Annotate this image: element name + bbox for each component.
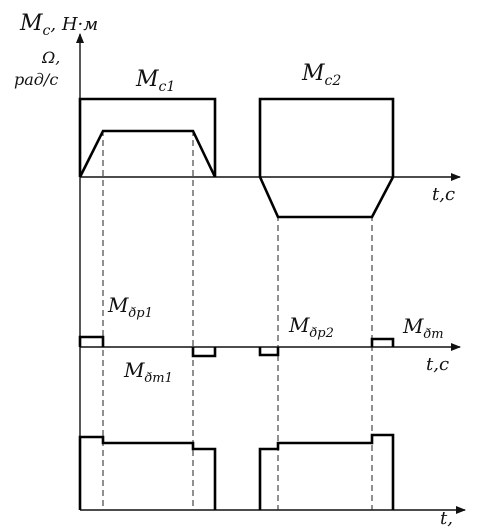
mc2-label: Mc2 <box>301 61 341 89</box>
m-dt1-label: Mðт1 <box>123 358 173 386</box>
m-dp2-pulse <box>258 347 280 357</box>
omega-label: Ω, <box>41 48 60 67</box>
m-dp1-label: Mðр1 <box>107 293 153 321</box>
t-axis-label-top: t,с <box>432 184 455 205</box>
motor-torque-1 <box>78 435 217 510</box>
speed-trapezoid-positive <box>78 129 217 178</box>
mc1-label: Mc1 <box>135 67 175 95</box>
m-dt2-label: Mðт <box>402 314 444 342</box>
mc1-load-pulse <box>78 97 217 177</box>
t-axis-label-bottom: t, <box>440 508 453 529</box>
speed-trapezoid-negative <box>258 176 395 219</box>
y-axis-label: Mc, H·м <box>19 11 98 39</box>
t-axis-label-middle: t,с <box>426 354 449 375</box>
motor-torque-2 <box>258 433 395 510</box>
m-dt2-pulse <box>370 337 395 347</box>
m-dp1-pulse <box>78 335 105 347</box>
omega-unit-label: рад/с <box>14 70 58 89</box>
m-dp2-label: Mðр2 <box>288 313 334 341</box>
m-dt1-pulse <box>191 347 217 358</box>
mc2-load-pulse <box>258 97 395 177</box>
dashed-guides <box>102 130 373 510</box>
